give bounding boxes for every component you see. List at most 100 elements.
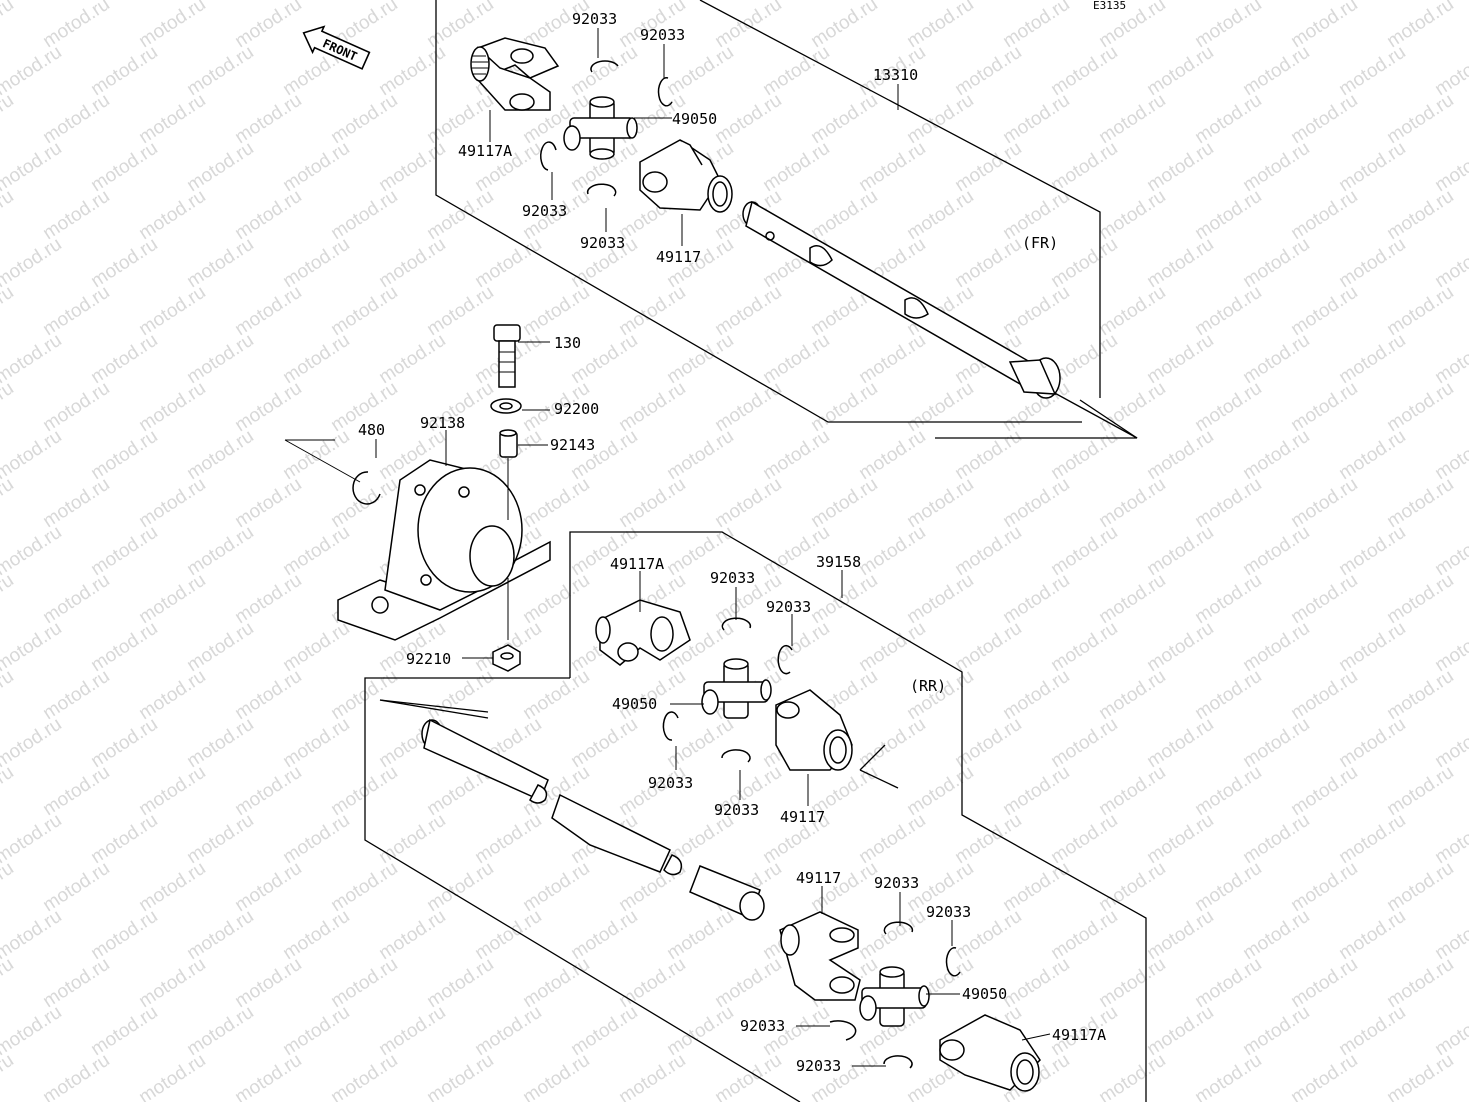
watermark-text: motod.ru <box>135 1050 209 1102</box>
watermark-text: motod.ru <box>0 42 66 100</box>
callout-49117a: 49117A <box>458 142 512 160</box>
universal-joint-yoke-49117 <box>639 139 733 213</box>
snap-ring-92033 <box>777 644 793 675</box>
callout-49117a: 49117A <box>610 555 664 573</box>
callout-92033: 92033 <box>580 234 625 252</box>
callout-92210: 92210 <box>406 650 451 668</box>
diagram-reference-code: E3135 <box>1093 0 1126 12</box>
watermark-text: motod.ru <box>1383 1050 1457 1102</box>
callout-49050: 49050 <box>962 985 1007 1003</box>
watermark-text: motod.ru <box>0 810 66 868</box>
snap-ring-92033 <box>829 1020 857 1041</box>
callout-49117a: 49117A <box>1052 1026 1106 1044</box>
watermark-text: motod.ru <box>0 666 18 724</box>
universal-joint-spider-49050 <box>859 966 930 1027</box>
circlip-480 <box>284 439 381 505</box>
universal-joint-spider-49050 <box>563 96 638 160</box>
callout-92033: 92033 <box>640 26 685 44</box>
watermark-text: motod.ru <box>0 618 66 676</box>
snap-ring-92033 <box>883 921 914 935</box>
callout-49050: 49050 <box>672 110 717 128</box>
watermark-text: motod.ru <box>1431 906 1469 964</box>
watermark-text: motod.ru <box>0 0 18 52</box>
callout-92033: 92033 <box>522 202 567 220</box>
callout-92143: 92143 <box>550 436 595 454</box>
callout-92138: 92138 <box>420 414 465 432</box>
callout-92033: 92033 <box>740 1017 785 1035</box>
watermark-text: motod.ru <box>0 570 18 628</box>
universal-joint-yoke-49117a <box>595 599 691 666</box>
front-propeller-shaft-13310 <box>742 200 1061 399</box>
watermark-text: motod.ru <box>0 186 18 244</box>
snap-ring-92033 <box>945 947 961 977</box>
snap-ring-92033 <box>721 749 751 763</box>
watermark-text: motod.ru <box>0 858 18 916</box>
snap-ring-92033 <box>883 1055 913 1069</box>
watermark-text: motod.ru <box>0 138 66 196</box>
nut-92210 <box>492 644 521 672</box>
watermark-text: motod.ru <box>1431 330 1469 388</box>
collar-92143 <box>499 429 518 458</box>
callout-92033: 92033 <box>874 874 919 892</box>
callout-92033: 92033 <box>796 1057 841 1075</box>
snap-ring-92033 <box>662 711 679 741</box>
watermark-text: motod.ru <box>1431 42 1469 100</box>
watermark-text: motod.ru <box>0 522 66 580</box>
watermark-text: motod.ru <box>231 1050 305 1102</box>
watermark-text: motod.ru <box>327 1050 401 1102</box>
watermark-text: motod.ru <box>1191 1050 1265 1102</box>
callout-92200: 92200 <box>554 400 599 418</box>
universal-joint-spider-49050 <box>701 658 772 719</box>
snap-ring-92033 <box>586 183 617 197</box>
watermark-text: motod.ru <box>423 1050 497 1102</box>
universal-joint-yoke-49117 <box>775 689 853 771</box>
rear-propeller-shaft-39158 <box>421 718 765 921</box>
rear-assembly-label: (RR) <box>910 677 946 695</box>
center-bearing-housing-92138 <box>337 459 551 641</box>
watermark-text: motod.ru <box>1431 618 1469 676</box>
watermark-text: motod.ru <box>0 1050 18 1102</box>
watermark-text: motod.ru <box>39 1050 113 1102</box>
callout-92033: 92033 <box>648 774 693 792</box>
callout-92033: 92033 <box>572 10 617 28</box>
rear-assembly-frame <box>364 531 1147 1102</box>
callout-13310: 13310 <box>873 66 918 84</box>
watermark-text: motod.ru <box>1431 810 1469 868</box>
watermark-text: motod.ru <box>0 330 66 388</box>
front-assembly-label: (FR) <box>1022 234 1058 252</box>
watermark-text: motod.ru <box>0 282 18 340</box>
watermark-text: motod.ru <box>519 1050 593 1102</box>
callout-92033: 92033 <box>926 903 971 921</box>
watermark-text: motod.ru <box>0 426 66 484</box>
watermark-text: motod.ru <box>1287 1050 1361 1102</box>
watermark-text: motod.ru <box>0 1002 66 1060</box>
front-assembly-frame <box>435 0 1138 439</box>
watermark-text: motod.ru <box>1431 234 1469 292</box>
universal-joint-yoke-49117a <box>470 37 560 111</box>
bolt-130 <box>493 324 521 388</box>
watermark-text: motod.ru <box>0 714 66 772</box>
callout-480: 480 <box>358 421 385 439</box>
watermark-text: motod.ru <box>1431 426 1469 484</box>
snap-ring-92033 <box>590 60 619 73</box>
universal-joint-yoke-49117a <box>939 1014 1041 1092</box>
watermark-text: motod.ru <box>1095 1050 1169 1102</box>
watermark-text: motod.ru <box>0 90 18 148</box>
universal-joint-yoke-49117 <box>779 911 861 1001</box>
watermark-text: motod.ru <box>0 234 66 292</box>
callout-49117: 49117 <box>780 808 825 826</box>
watermark-text: motod.ru <box>0 474 18 532</box>
callout-92033: 92033 <box>766 598 811 616</box>
callout-39158: 39158 <box>816 553 861 571</box>
snap-ring-92033 <box>721 617 752 631</box>
watermark-text: motod.ru <box>0 378 18 436</box>
watermark-text: motod.ru <box>1431 522 1469 580</box>
snap-ring-92033 <box>540 141 557 171</box>
callout-92033: 92033 <box>714 801 759 819</box>
callout-49050: 49050 <box>612 695 657 713</box>
watermark-text: motod.ru <box>0 762 18 820</box>
watermark-text: motod.ru <box>711 1050 785 1102</box>
callout-49117: 49117 <box>656 248 701 266</box>
leader-lines <box>375 28 1051 1067</box>
